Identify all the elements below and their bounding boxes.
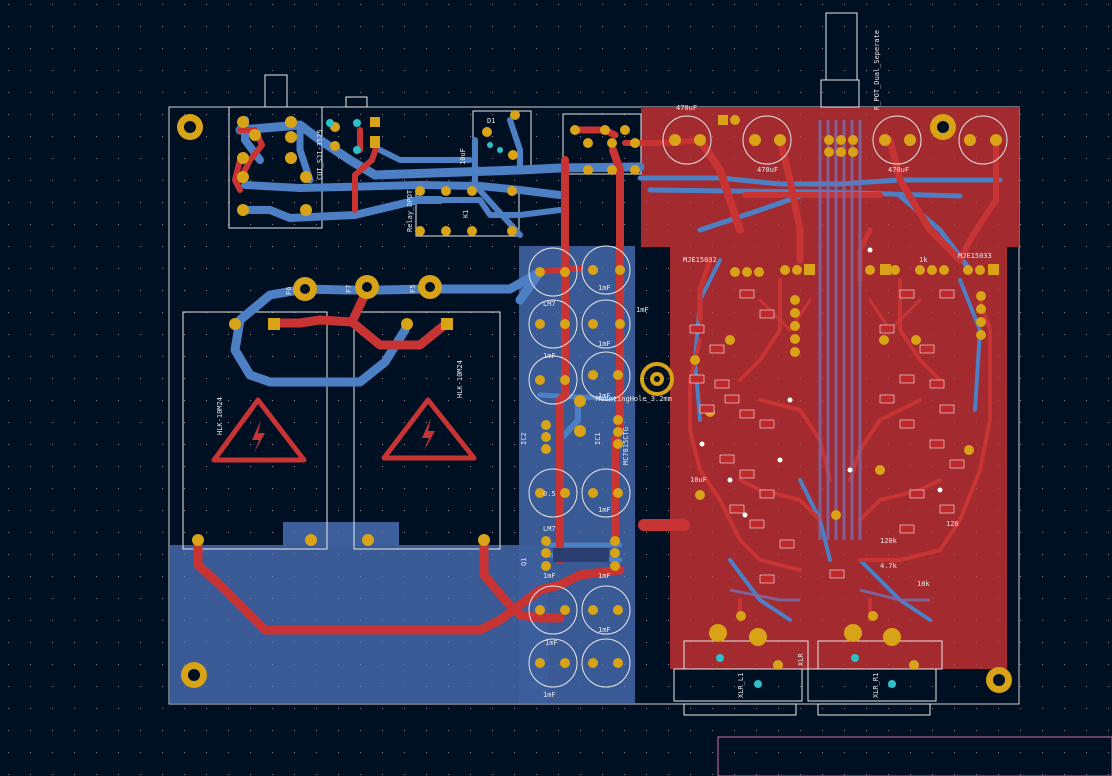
fuse-pads <box>293 275 442 301</box>
smd-components <box>689 289 965 584</box>
label-xlr-l1: XLR_L1 <box>737 673 745 698</box>
mounting-hole <box>177 114 203 140</box>
label-cap-470b: 470uF <box>757 166 778 174</box>
small-vias <box>699 247 943 518</box>
label-mje-right: MJE15033 <box>958 252 992 260</box>
label-hlk-right: HLK-10M24 <box>456 360 464 398</box>
label-led-ref: D1 <box>487 117 495 125</box>
label-cap-array-6: 1mF <box>545 639 558 647</box>
label-xlr: XLR <box>797 653 805 666</box>
label-fuse-f5: F5 <box>409 285 417 293</box>
regulator-pads-dark <box>553 548 609 562</box>
label-hlk-left: HLK-10M24 <box>216 397 224 435</box>
inner-layer-traces <box>729 120 930 602</box>
silkscreen-outlines <box>182 12 943 716</box>
label-ic2: IC2 <box>520 432 528 445</box>
label-mounting-hole: MountingHole_3.2mm <box>596 395 672 403</box>
electrolytic-caps <box>528 115 1008 688</box>
label-relay-ref: K1 <box>462 210 470 218</box>
label-xlr-r1: XLR_R1 <box>872 673 880 698</box>
label-r-120k: 120k <box>880 537 898 545</box>
label-cap-1mf: 1mF <box>636 306 649 314</box>
label-ic1: IC1 <box>594 432 602 445</box>
label-r-1k: 1k <box>919 256 928 264</box>
label-cap-array-0: 1mF <box>543 352 556 360</box>
label-r-120: 120 <box>946 520 959 528</box>
vias <box>326 119 896 688</box>
courtyard-region <box>717 736 1112 776</box>
label-cap-array-4: 1mF <box>598 572 611 580</box>
label-lm7-bottom: LM7 <box>543 525 556 533</box>
label-lm7: LM7 <box>543 300 556 308</box>
through-hole-pads <box>192 110 1002 670</box>
label-r-10k: 10k <box>917 580 930 588</box>
label-q1: Q1 <box>520 558 528 566</box>
label-relay-value: Relay_DPDT <box>406 189 414 232</box>
label-cap-n: 1mF <box>598 626 611 634</box>
label-cap-470c: 470uF <box>888 166 909 174</box>
label-cap-10uf: 10uF <box>459 148 467 165</box>
label-mje-left: MJE15032 <box>683 256 717 264</box>
label-bnc: CUI_SJ1-3525 <box>316 129 324 180</box>
hv-warning-icon <box>381 397 477 461</box>
mounting-hole <box>986 667 1012 693</box>
label-fuse-f6: F6 <box>285 287 293 295</box>
hv-warning-icon <box>211 397 307 463</box>
label-r-47k: 4.7k <box>880 562 898 570</box>
label-cap-array-2: 1mF <box>598 284 611 292</box>
label-cap-bottom-val: 0.5 <box>543 490 556 498</box>
label-cap-array-5: 1mF <box>543 572 556 580</box>
mounting-hole <box>930 114 956 140</box>
mounting-hole <box>181 662 207 688</box>
label-cap-array-1: 1mF <box>598 340 611 348</box>
label-cap-array-7: 1mF <box>598 506 611 514</box>
label-cap-10uf-amp: 10uF <box>690 476 707 484</box>
label-ic-part: MC7815CTG <box>622 427 630 465</box>
label-cap-array-3: 1mF <box>598 392 611 400</box>
label-cap-470a: 470uF <box>676 104 697 112</box>
label-pot: R_POT_Dual_Seperate <box>873 30 881 110</box>
mounting-hole <box>640 362 674 396</box>
label-cap-bottom: 1mF <box>543 691 556 699</box>
label-fuse-f7: F7 <box>345 285 353 293</box>
